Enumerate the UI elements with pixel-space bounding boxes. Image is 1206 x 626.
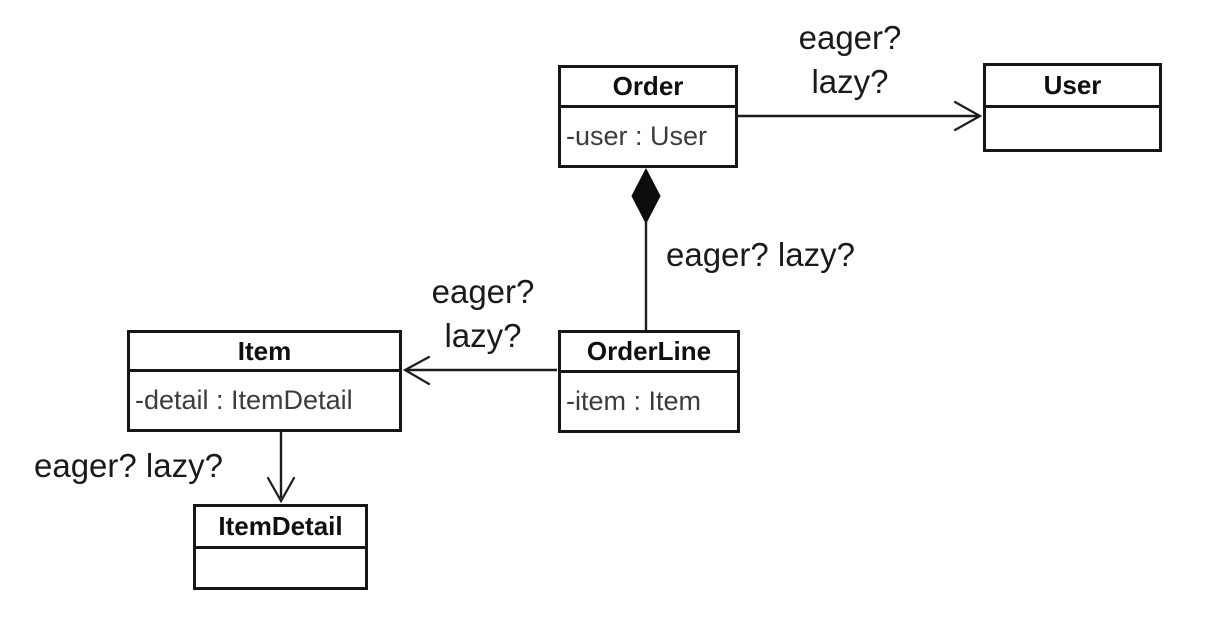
class-attribute: -detail : ItemDetail — [135, 385, 353, 415]
edge-label-order-orderline: eager? lazy? — [666, 233, 855, 277]
edge-label-line: lazy? — [444, 316, 522, 354]
edge-order-user — [738, 100, 983, 132]
open-arrowhead-icon — [402, 355, 431, 386]
class-box-item: Item -detail : ItemDetail — [127, 330, 402, 432]
open-arrowhead-icon — [953, 100, 983, 132]
class-title: Order — [561, 68, 735, 108]
class-title: ItemDetail — [196, 507, 365, 549]
class-attributes — [986, 108, 1159, 149]
class-title: User — [986, 66, 1159, 108]
edge-label-line: eager? — [431, 273, 535, 310]
class-attribute: -user : User — [566, 121, 708, 151]
class-attribute: -item : Item — [566, 386, 702, 416]
class-attributes — [196, 549, 365, 587]
class-box-user: User — [983, 63, 1162, 152]
edge-label-line: lazy? — [811, 62, 889, 100]
edge-label-line: eager? — [798, 19, 902, 56]
class-box-order: Order -user : User — [558, 65, 738, 168]
class-attributes: -item : Item — [561, 373, 737, 430]
class-title: OrderLine — [561, 333, 737, 373]
class-attributes: -detail : ItemDetail — [130, 372, 399, 429]
edge-label-item-itemdetail: eager? lazy? — [34, 444, 223, 488]
edge-label-orderline-item: eager? lazy? — [403, 270, 563, 357]
edge-label-line: eager? lazy? — [666, 236, 855, 273]
open-arrowhead-icon — [266, 476, 296, 504]
class-box-orderline: OrderLine -item : Item — [558, 330, 740, 433]
edge-orderline-item — [402, 355, 557, 386]
class-title: Item — [130, 333, 399, 372]
composition-diamond-icon — [631, 167, 661, 225]
class-box-itemdetail: ItemDetail — [193, 504, 368, 590]
edge-label-order-user: eager? lazy? — [770, 16, 930, 103]
edge-item-itemdetail — [266, 432, 296, 504]
edge-label-line: eager? lazy? — [34, 447, 223, 484]
class-attributes: -user : User — [561, 108, 735, 165]
edge-order-orderline — [631, 167, 661, 330]
